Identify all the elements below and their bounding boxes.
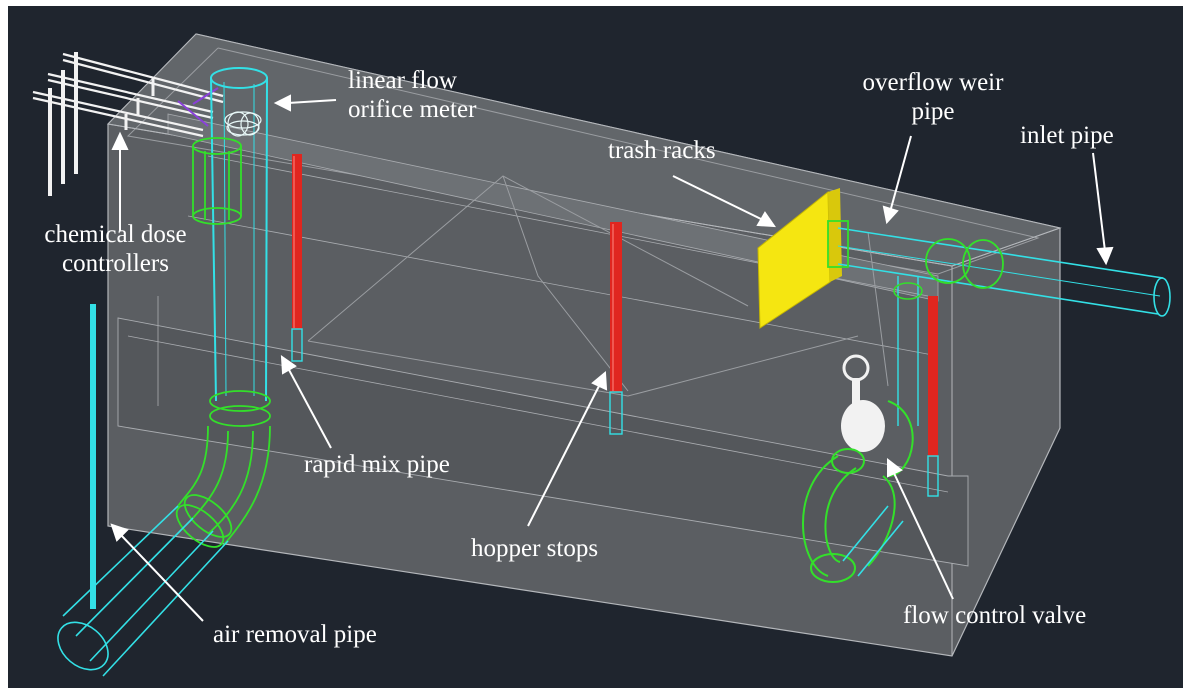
hopper-stops-model [291,154,939,497]
label-trash-racks: trash racks [608,136,716,165]
label-line: overflow weir [862,69,1004,96]
label-line: orifice meter [348,96,477,123]
label-line: flow control valve [903,602,1087,629]
callout-arrows [110,94,1114,622]
label-air-removal-pipe: air removal pipe [213,620,377,649]
flow-control-valve-model [802,354,914,583]
label-linear-flow-orifice-meter: linear flow orifice meter [348,66,476,124]
trash-racks-model [757,188,842,329]
label-line: hopper stops [471,535,599,562]
cad-viewport: linear flow orifice meter overflow weir … [8,6,1183,688]
label-rapid-mix-pipe: rapid mix pipe [304,450,450,479]
tank-model-drawing [32,33,1171,677]
label-line: rapid mix pipe [304,451,450,478]
label-inlet-pipe: inlet pipe [1020,121,1114,150]
label-chemical-dose-controllers: chemical dose controllers [23,220,208,278]
chemical-dose-controllers-model [32,52,224,196]
label-line: chemical dose [44,221,187,248]
label-line: trash racks [608,137,716,164]
label-overflow-weir-pipe: overflow weir pipe [843,68,1023,126]
inlet-pipe-model [827,220,1171,426]
label-line: controllers [62,250,169,277]
label-line: air removal pipe [213,621,377,648]
label-line: pipe [911,98,955,125]
label-hopper-stops: hopper stops [471,534,598,563]
label-line: linear flow [348,67,457,94]
sedimentation-tank [106,33,1062,657]
air-removal-pipe-model [90,304,96,609]
rapid-mix-pipe-model [57,67,271,677]
label-flow-control-valve: flow control valve [903,601,1086,630]
label-line: inlet pipe [1020,122,1114,149]
